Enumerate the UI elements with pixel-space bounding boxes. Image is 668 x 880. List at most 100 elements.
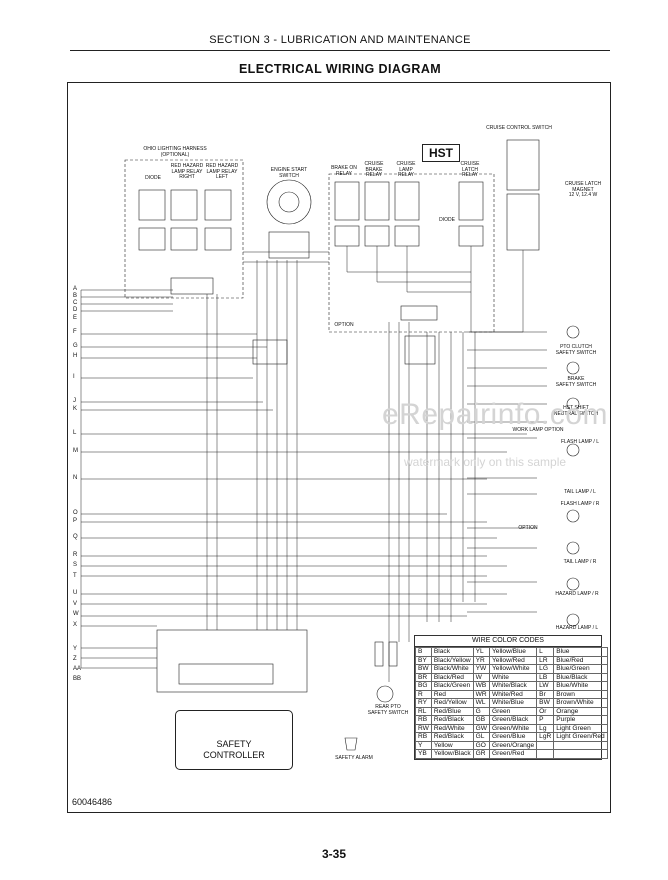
cruise-latch-magnet-label: CRUISE LATCH MAGNET 12 V, 12.4 W <box>564 181 602 198</box>
wire-color <box>553 749 608 759</box>
wire-code: LG <box>536 664 555 674</box>
row-letter: R <box>73 552 78 558</box>
wire-code: YR <box>472 655 491 665</box>
wiring-diagram <box>80 139 580 751</box>
row-letter: E <box>73 315 78 321</box>
hazard-r-label: HAZARD LAMP / R <box>555 591 599 597</box>
wire-color <box>553 740 608 750</box>
wire-code: B <box>415 647 432 657</box>
wire-code: YB <box>415 749 432 759</box>
wire-color: Light Green <box>553 723 608 733</box>
wire-color: Red/White <box>430 723 474 733</box>
option-small-label: OPTION <box>518 525 538 531</box>
wire-code: W <box>472 672 491 682</box>
page-number: 3-35 <box>321 847 347 861</box>
page-title: ELECTRICAL WIRING DIAGRAM <box>238 62 442 76</box>
wire-code: GB <box>472 715 491 725</box>
flash-lamp-r-label: FLASH LAMP / R <box>560 501 600 507</box>
row-letter: B <box>73 293 78 299</box>
wire-color: Yellow/Black <box>430 749 474 759</box>
wire-color: Green/Black <box>489 715 538 725</box>
diode-mid-label: DIODE <box>439 217 455 223</box>
safety-controller-box: SAFETY CONTROLLER <box>175 710 293 770</box>
wire-color: Blue/White <box>553 681 608 691</box>
row-letter: N <box>73 475 78 481</box>
wire-color: Blue/Green <box>553 664 608 674</box>
wire-code: YL <box>472 647 491 657</box>
wire-color: Blue <box>553 647 608 657</box>
wire-code: LB <box>536 672 555 682</box>
wire-code: GO <box>472 740 491 750</box>
wire-code: RB <box>415 715 432 725</box>
wire-code <box>536 749 555 759</box>
wire-color: Brown/White <box>553 698 608 708</box>
diagram-frame <box>67 82 611 813</box>
wire-color-codes-title: WIRE COLOR CODES <box>415 636 601 647</box>
wire-color: Green/Orange <box>489 740 538 750</box>
flash-lamp-l-label: FLASH LAMP / L <box>561 439 599 445</box>
row-letter: C <box>73 300 78 306</box>
pto-clutch-label: PTO CLUTCH SAFETY SWITCH <box>555 344 597 356</box>
cruise-control-switch-label: CRUISE CONTROL SWITCH <box>486 125 552 131</box>
safety-controller-label: SAFETY CONTROLLER <box>203 739 265 760</box>
wire-code: YW <box>472 664 491 674</box>
wire-color: Yellow <box>430 740 474 750</box>
wire-color: White/Black <box>489 681 538 691</box>
hst-shift-label: HST SHIFT NEUTRAL SWITCH <box>553 405 599 417</box>
wire-color: Yellow/Blue <box>489 647 538 657</box>
row-letter: D <box>73 307 78 313</box>
red-hazard-right-label: RED HAZARD LAMP RELAY RIGHT <box>170 163 204 180</box>
wire-code: RB <box>415 732 432 742</box>
row-letter: Q <box>73 534 78 540</box>
row-letter: V <box>73 601 78 607</box>
row-letter: X <box>73 622 78 628</box>
row-letter: BB <box>73 676 82 682</box>
wire-color: Red/Black <box>430 715 474 725</box>
wire-code: RY <box>415 698 432 708</box>
safety-alarm-label: SAFETY ALARM <box>335 755 373 761</box>
wire-code: Or <box>536 706 555 716</box>
wire-code: WL <box>472 698 491 708</box>
row-letter: J <box>73 398 76 404</box>
wire-code: WR <box>472 689 491 699</box>
option-label: OPTION <box>334 322 354 328</box>
row-letter: K <box>73 406 78 412</box>
wire-code: LR <box>536 655 555 665</box>
hazard-l-label: HAZARD LAMP / L <box>555 625 599 631</box>
row-letter: T <box>73 573 77 579</box>
wire-code: G <box>472 706 491 716</box>
wire-color: Light Green/Red <box>553 732 608 742</box>
row-letter: G <box>73 343 78 349</box>
wire-code: BY <box>415 655 432 665</box>
row-letter: L <box>73 430 77 436</box>
wire-color: Black <box>430 647 474 657</box>
work-lamp-label: WORK LAMP OPTION <box>512 427 564 433</box>
wire-code: P <box>536 715 555 725</box>
wire-color: Blue/Black <box>553 672 608 682</box>
wire-color: Black/Yellow <box>430 655 474 665</box>
wire-color: Red/Blue <box>430 706 474 716</box>
wire-code: LgR <box>536 732 555 742</box>
wire-color: Green/Red <box>489 749 538 759</box>
wire-code: BW <box>415 664 432 674</box>
row-letter: M <box>73 448 78 454</box>
section-header: SECTION 3 - LUBRICATION AND MAINTENANCE <box>209 34 471 46</box>
row-letter: O <box>73 510 78 516</box>
wire-code: GR <box>472 749 491 759</box>
row-letter: S <box>73 562 78 568</box>
wire-color: White/Red <box>489 689 538 699</box>
wire-code: RL <box>415 706 432 716</box>
row-letter: P <box>73 518 78 524</box>
wire-code: BR <box>415 672 432 682</box>
header-rule <box>70 50 610 51</box>
wire-color: Red/Black <box>430 732 474 742</box>
brake-on-label: BRAKE ON RELAY <box>331 165 357 177</box>
